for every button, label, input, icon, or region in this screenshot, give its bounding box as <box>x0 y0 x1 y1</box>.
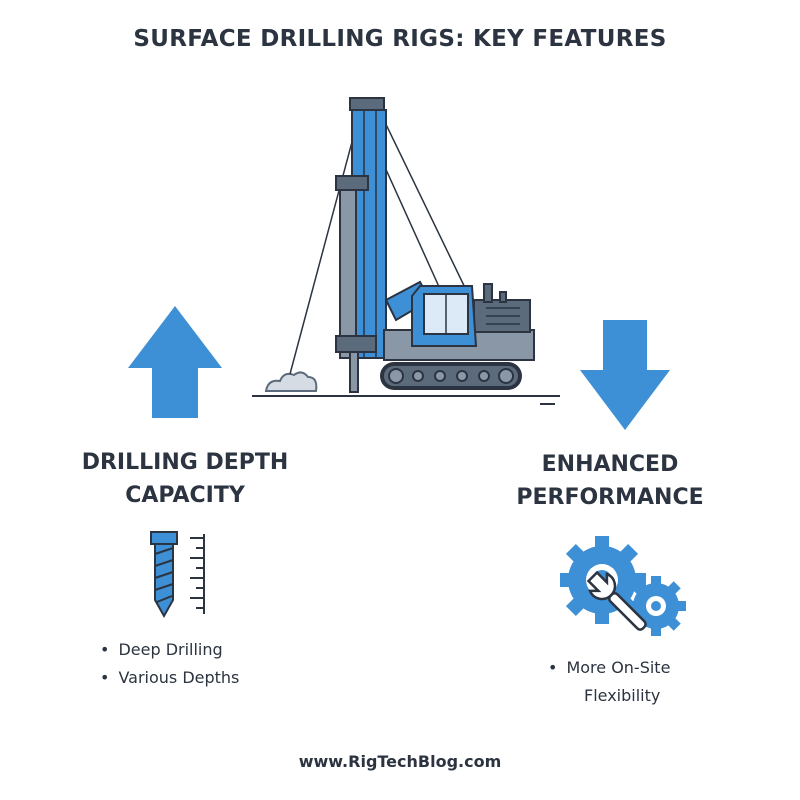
drill-bit-ruler-icon <box>150 531 205 619</box>
list-item-line: Flexibility <box>584 686 661 705</box>
footer-url: www.RigTechBlog.com <box>298 752 502 771</box>
enhanced-performance-heading: ENHANCED PERFORMANCE <box>500 448 720 514</box>
list-item: Deep Drilling <box>100 636 239 664</box>
drilling-depth-bullets: Deep Drilling Various Depths <box>100 636 239 692</box>
drilling-depth-heading: DRILLING DEPTH CAPACITY <box>70 446 300 512</box>
arrow-up-icon <box>128 306 222 418</box>
page-title: SURFACE DRILLING RIGS: KEY FEATURES <box>133 26 667 52</box>
heading-line: ENHANCED <box>541 452 679 477</box>
arrow-down-icon <box>580 320 670 430</box>
gears-wrench-icon <box>560 536 686 636</box>
heading-line: DRILLING DEPTH <box>81 450 289 475</box>
list-item-line: More On-Site <box>566 658 671 677</box>
list-item: Various Depths <box>100 664 239 692</box>
heading-line: PERFORMANCE <box>516 485 704 510</box>
heading-line: CAPACITY <box>125 483 245 508</box>
drilling-rig-icon <box>252 97 560 405</box>
